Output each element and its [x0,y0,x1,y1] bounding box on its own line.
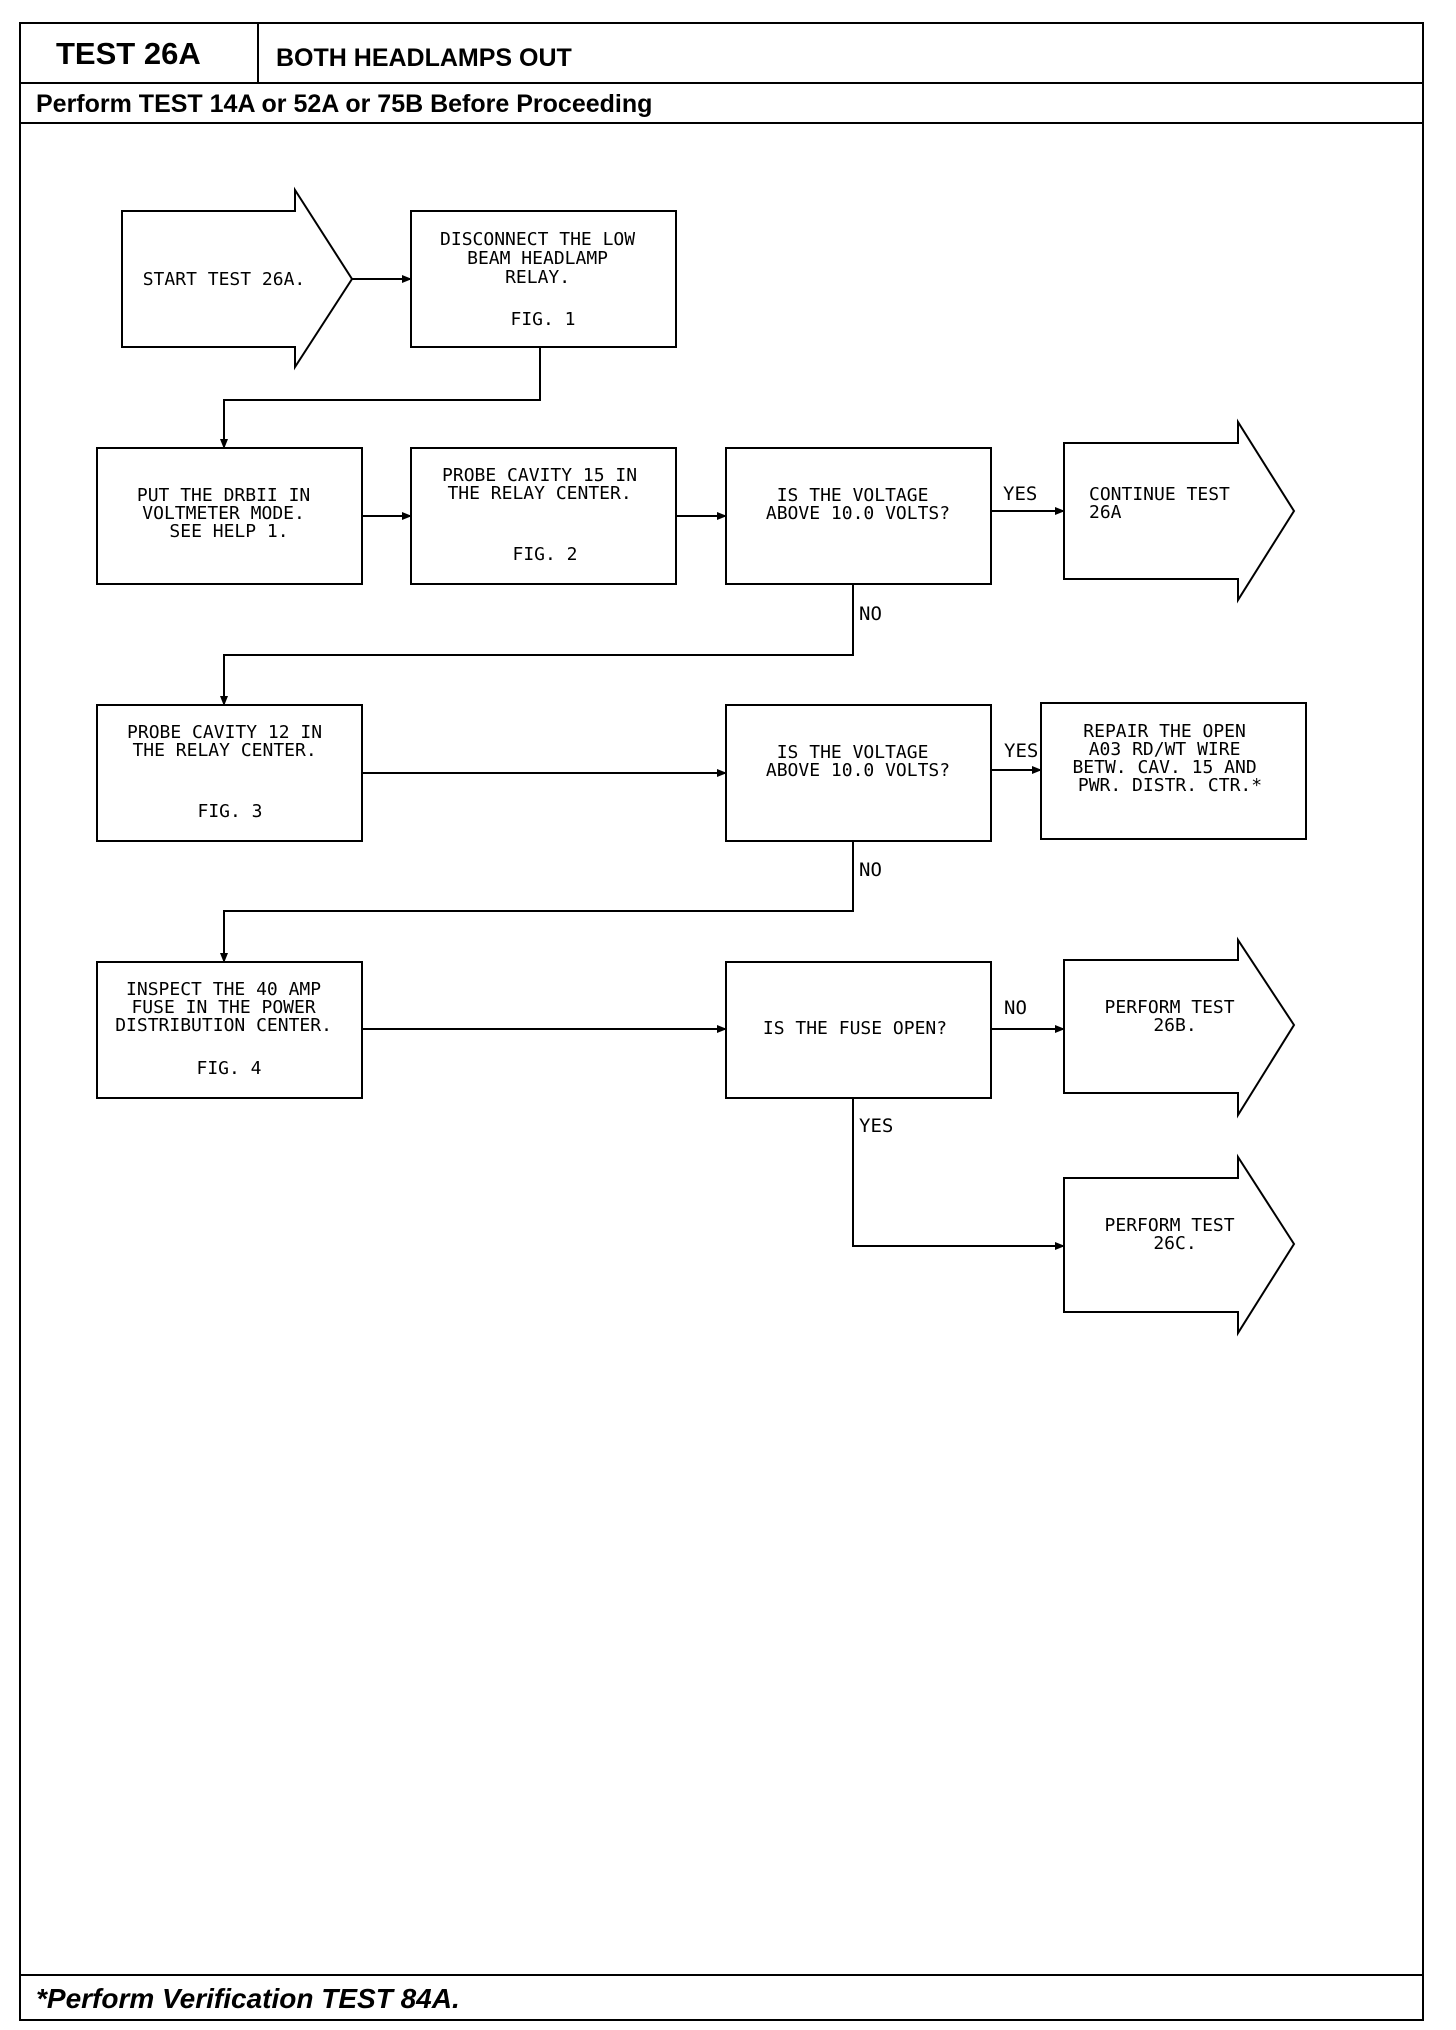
start-shape [121,186,354,371]
branch-no-2: NO [859,859,882,881]
start-text: START TEST 26A. [143,269,306,290]
connector-question3-perform26c [852,1098,1065,1250]
branch-no-1: NO [859,603,882,625]
question3-text: IS THE FUSE OPEN? [763,1018,947,1039]
footer-rule [19,1974,1424,1976]
connector-disconnect-voltmeter [220,347,541,449]
page-title: BOTH HEADLAMPS OUT [276,44,572,72]
perform26b-shape [1063,936,1296,1119]
connector-question1-probe12 [220,584,854,706]
probe15-box [410,447,677,585]
branch-yes-1: YES [1003,483,1037,505]
continue-shape [1063,418,1296,604]
continue-text: CONTINUE TEST 26A [1089,484,1241,523]
voltmeter-text: PUT THE DRBII IN VOLTMETER MODE. SEE HEL… [137,485,321,542]
probe12-text: PROBE CAVITY 12 IN THE RELAY CENTER. FIG… [127,722,333,822]
inspect-text: INSPECT THE 40 AMP FUSE IN THE POWER DIS… [115,979,343,1079]
perform26c-text: PERFORM TEST 26C. [1105,1215,1246,1254]
branch-no-3: NO [1004,997,1027,1019]
disconnect-box [410,210,677,348]
repair-box [1040,702,1307,840]
probe12-box [96,704,363,842]
question2-text: IS THE VOLTAGE ABOVE 10.0 VOLTS? [766,742,950,781]
question1-text: IS THE VOLTAGE ABOVE 10.0 VOLTS? [766,485,950,524]
header-rule [19,82,1424,124]
disconnect-text: DISCONNECT THE LOW BEAM HEADLAMP RELAY. … [440,229,646,330]
question1-box [725,447,992,585]
voltmeter-box [96,447,363,585]
question3-box [725,961,992,1099]
perform26b-text: PERFORM TEST 26B. [1105,997,1246,1036]
connector-question2-inspect [220,841,854,963]
footer-note: *Perform Verification TEST 84A. [36,1983,460,2014]
page-frame [19,22,1424,2021]
prerequisite-note: Perform TEST 14A or 52A or 75B Before Pr… [36,90,653,118]
probe15-text: PROBE CAVITY 15 IN THE RELAY CENTER. FIG… [442,465,648,565]
branch-yes-3: YES [859,1115,893,1137]
perform26c-shape [1063,1153,1296,1337]
question2-box [725,704,992,842]
test-id: TEST 26A [56,36,201,71]
repair-text: REPAIR THE OPEN A03 RD/WT WIRE BETW. CAV… [1072,721,1267,796]
branch-yes-2: YES [1004,740,1038,762]
